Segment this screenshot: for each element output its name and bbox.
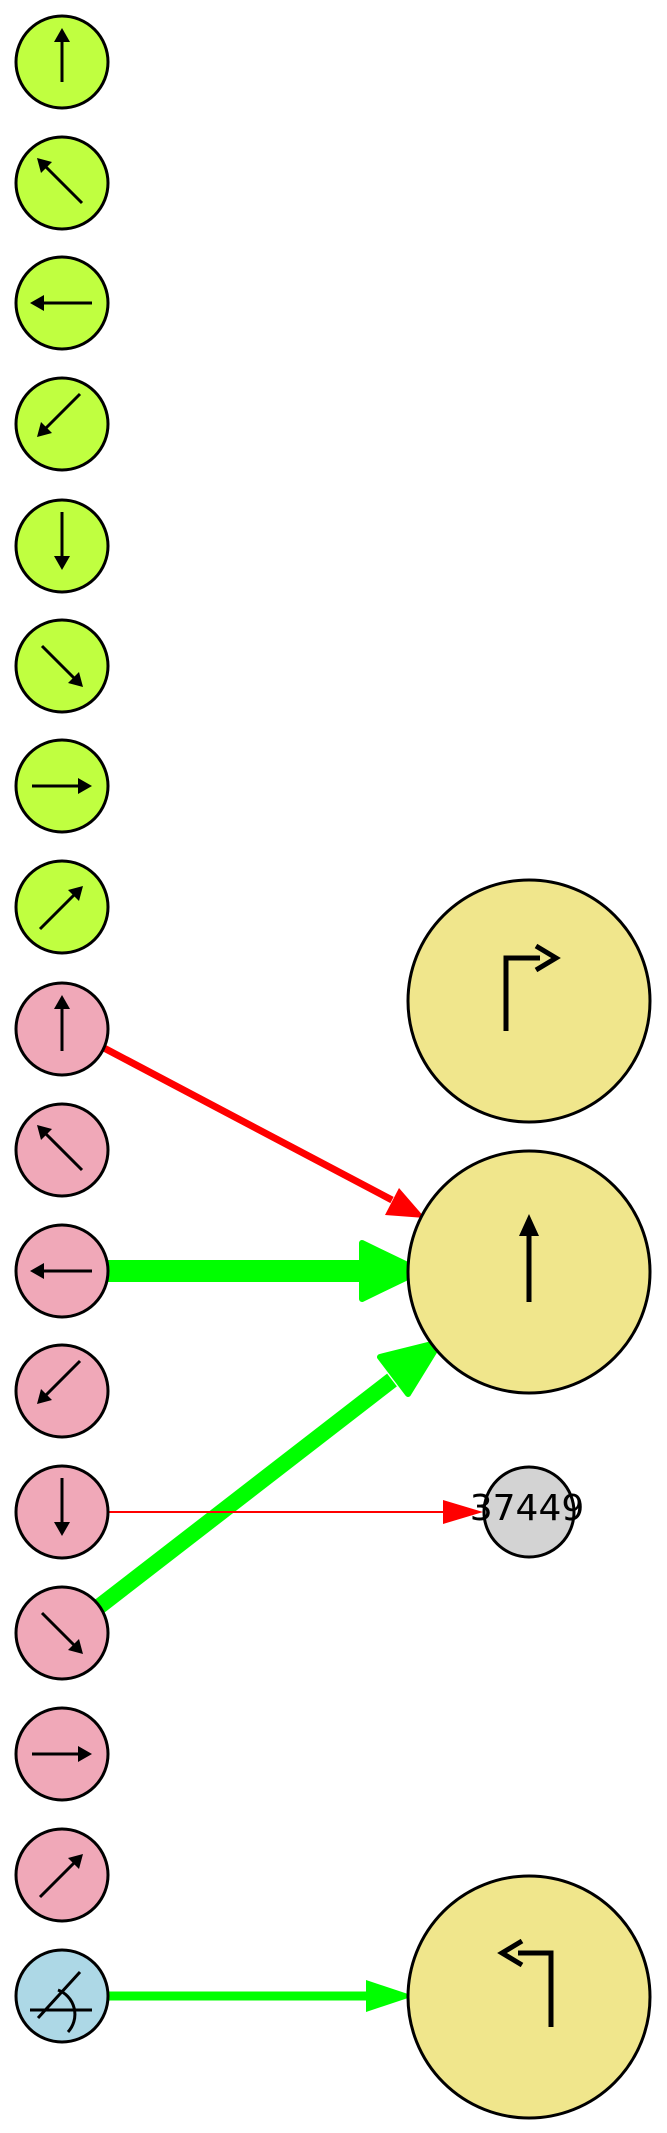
arrow-left-icon: [30, 1263, 92, 1279]
arrow-left-icon: [30, 295, 92, 311]
edge-red-pink-down-to-gray: [107, 1500, 483, 1524]
edge-green-blue-angle-to-yellow-turn-left: [107, 1980, 414, 2012]
arrow-up-icon: [54, 28, 70, 82]
output-nodes: 37449: [406, 878, 652, 2120]
node-yellow-up: [406, 1149, 652, 1395]
arrow-down-icon: [54, 512, 70, 570]
arrow-right-icon: [32, 778, 92, 794]
node-pink-left: [14, 1223, 110, 1319]
arrow-right-icon: [32, 1746, 92, 1762]
arrow-down-left-icon: [37, 392, 82, 437]
edge-green-pink-downright-to-yellow-up: [91, 1339, 443, 1616]
node-green-down-left: [14, 376, 110, 472]
node-pink-down-left: [14, 1343, 110, 1439]
node-pink-up: [14, 981, 110, 1077]
node-yellow-turn-left: [406, 1874, 652, 2120]
node-green-left: [14, 255, 110, 351]
arrow-down-icon: [54, 1478, 70, 1536]
turn-right-icon: [503, 943, 561, 1031]
node-pink-down: [14, 1464, 110, 1560]
node-pink-up-right: [14, 1827, 110, 1923]
node-pink-down-right: [14, 1585, 110, 1681]
arrow-down-right-icon: [40, 1611, 83, 1654]
node-yellow-turn-right: [406, 878, 652, 1124]
angle-icon: [30, 1970, 92, 2034]
edge-red-pink-up-to-yellow-up: [102, 1044, 425, 1218]
node-pink-up-left: [14, 1102, 110, 1198]
node-pink-right: [14, 1706, 110, 1802]
input-nodes: [14, 14, 110, 2044]
edge-green-pink-left-to-yellow-up: [107, 1240, 423, 1302]
node-green-down-right: [14, 618, 110, 714]
edge-layer: [91, 1044, 483, 2012]
arrow-up-left-icon: [37, 1125, 84, 1172]
arrow-up-icon: [54, 995, 70, 1051]
arrow-down-right-icon: [40, 644, 83, 687]
arrow-up-right-icon: [38, 886, 83, 931]
node-green-right: [14, 738, 110, 834]
arrow-up-left-icon: [37, 158, 84, 205]
arrow-up-right-icon: [38, 1854, 83, 1899]
arrow-down-left-icon: [37, 1359, 82, 1404]
node-green-down: [14, 498, 110, 594]
node-label: 37449: [470, 1488, 585, 1529]
turn-left-icon: [497, 1938, 554, 2027]
arrow-up-icon: [519, 1214, 539, 1302]
node-blue-angle: [14, 1948, 110, 2044]
node-green-up: [14, 14, 110, 110]
node-green-up-right: [14, 859, 110, 955]
node-green-up-left: [14, 135, 110, 231]
node-gray-37449: 37449: [470, 1465, 585, 1559]
